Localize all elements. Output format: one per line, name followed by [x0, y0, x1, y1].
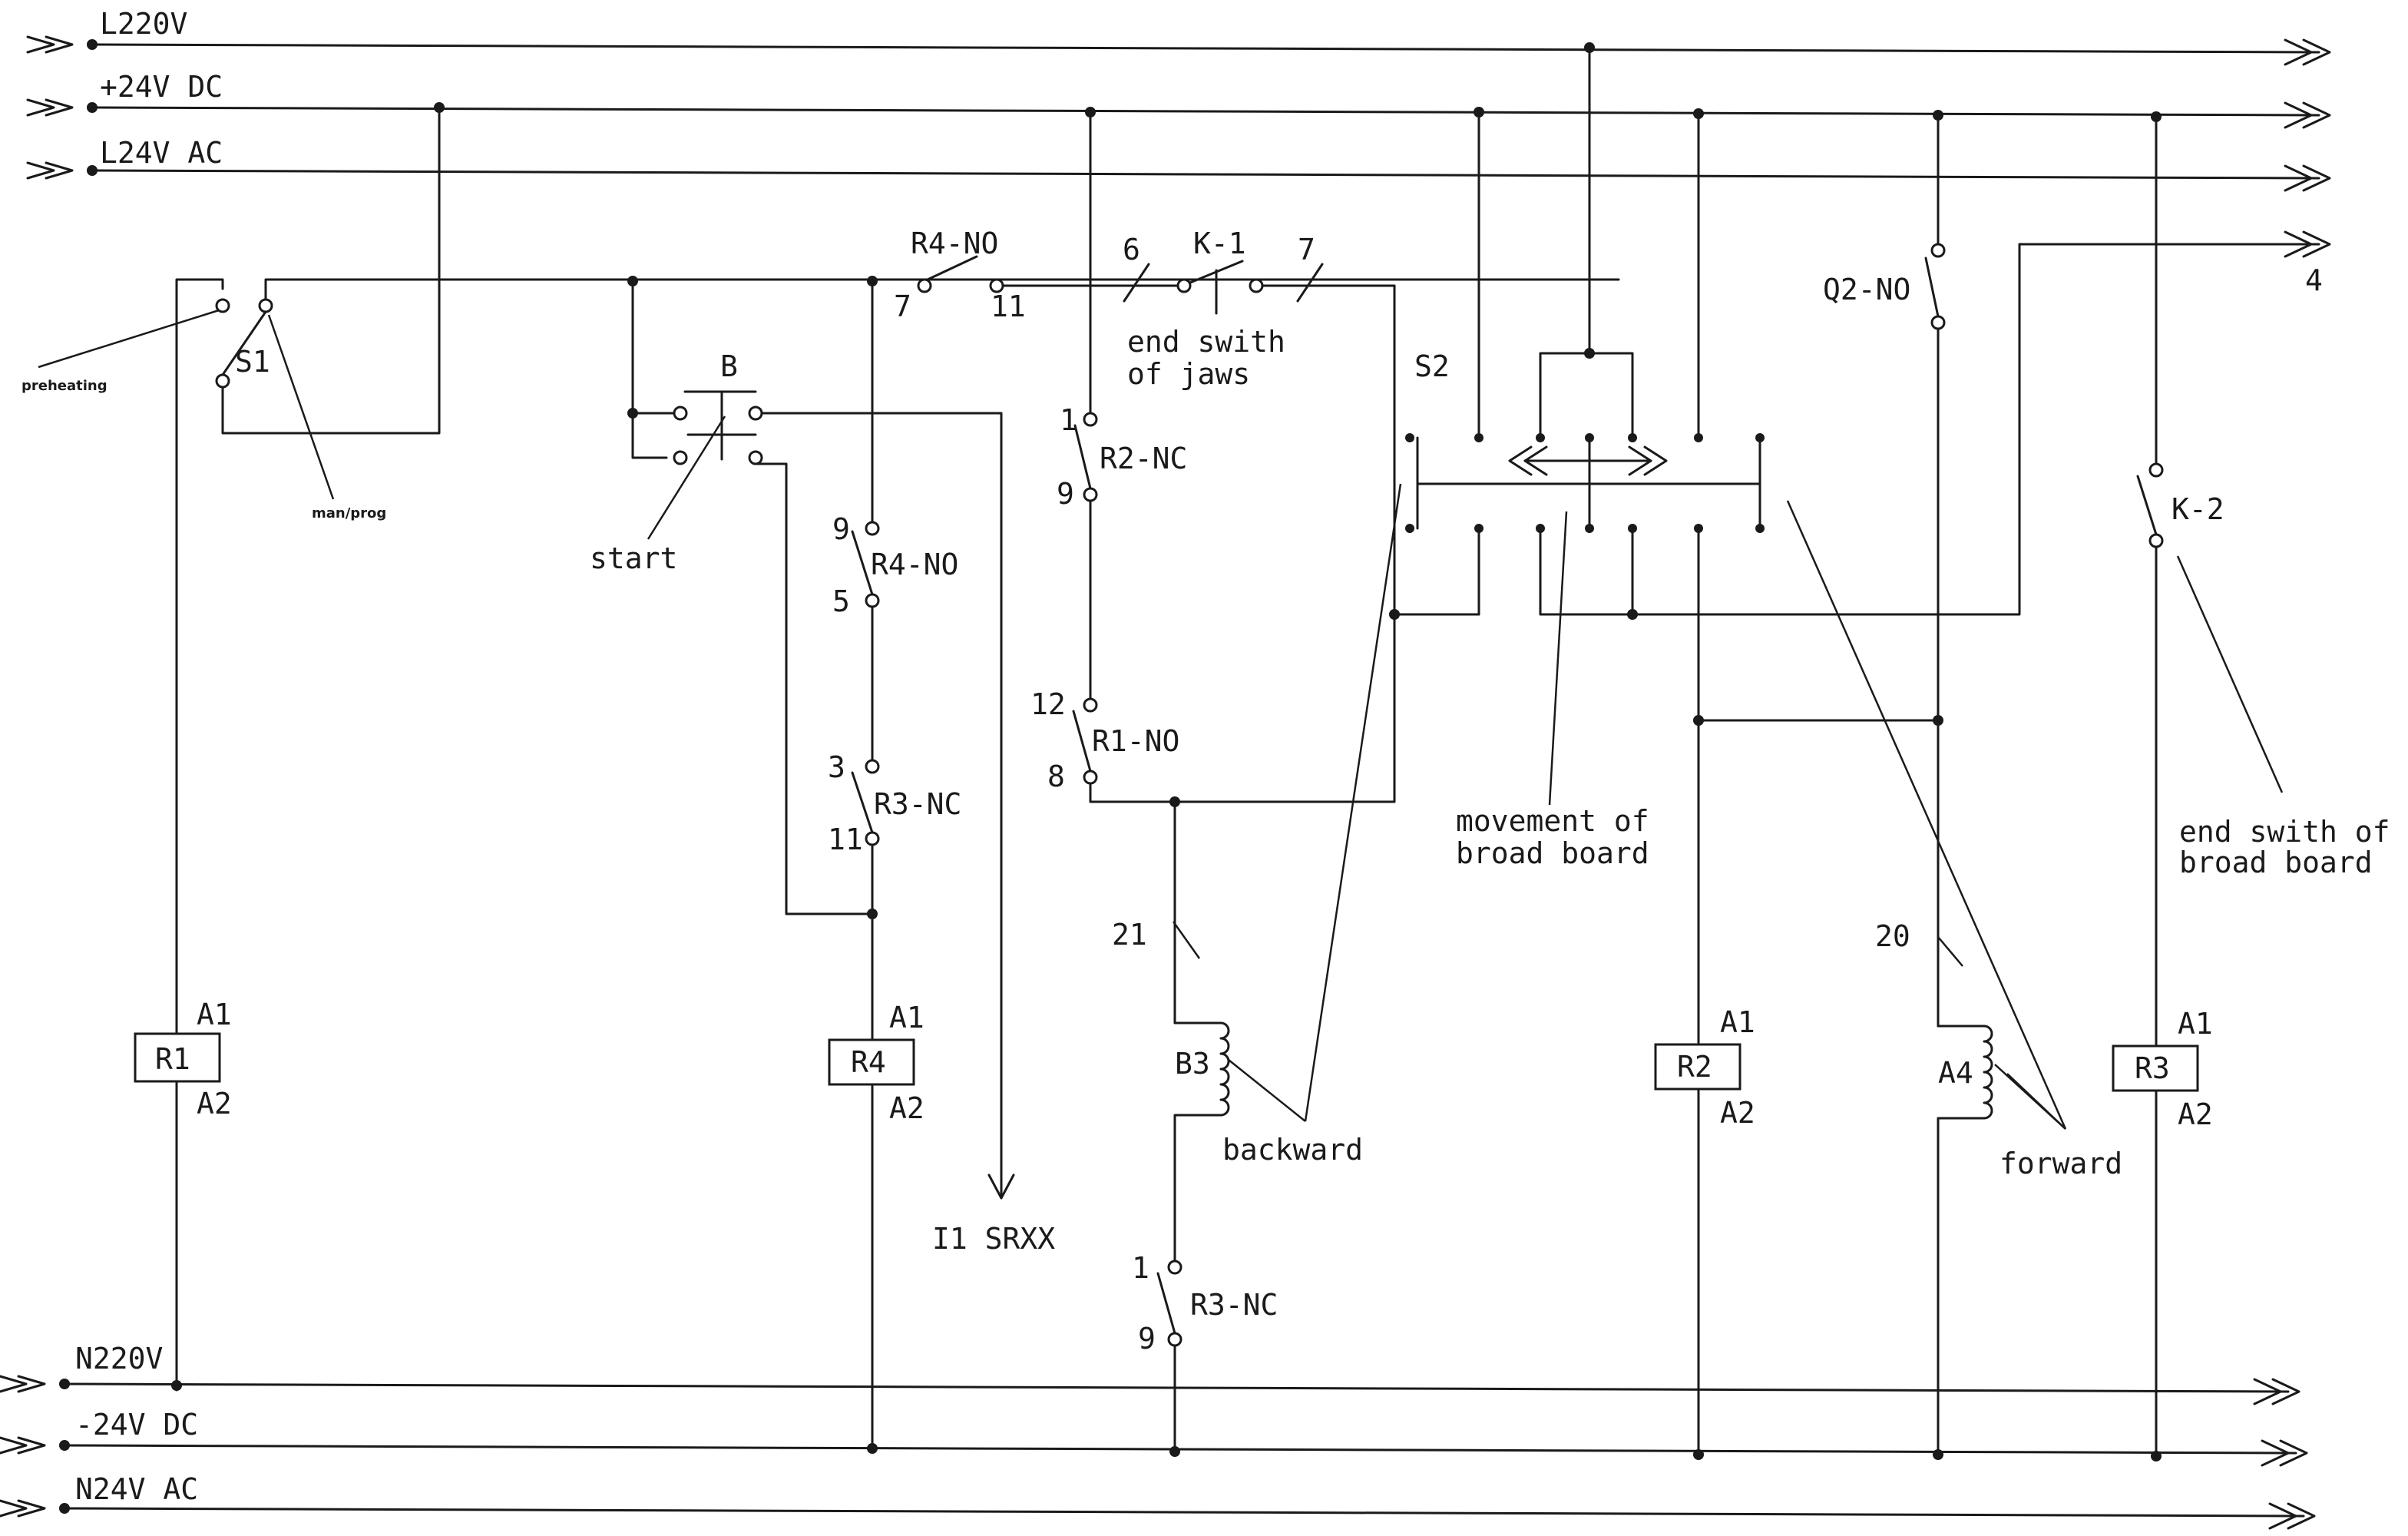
r4no-top-terminal-7: 7 [894, 290, 911, 323]
a4-label: A4 [1938, 1056, 1973, 1090]
selector-switch-s2: S2 [1393, 42, 2021, 870]
button-b-label: B [720, 349, 738, 383]
r3nc-low-label: R3-NC [1190, 1288, 1278, 1322]
wire-4-label: 4 [2305, 263, 2323, 297]
wire-4-output: 4 [2018, 230, 2331, 297]
k1-terminal-6: 6 [1123, 233, 1140, 266]
forward-label: forward [2000, 1147, 2122, 1180]
r3nc-mid-label: R3-NC [874, 787, 961, 821]
rail-n220v: N220V [0, 1342, 2300, 1405]
start-button-b: B start I1 SRXX [590, 276, 1055, 1256]
rail-l220v-label: L220V [100, 7, 187, 41]
rail-n24vac-label: N24V AC [75, 1472, 198, 1506]
k2-desc-line2: broad board [2179, 846, 2373, 879]
contact-r4no-top-and-k1: R4-NO 7 11 6 K-1 7 end swith of jaws [894, 227, 1396, 616]
relay-r4-a2: A2 [889, 1091, 925, 1125]
s2-desc-line1: movement of [1456, 804, 1649, 838]
r4no-mid-terminal-5: 5 [832, 584, 850, 618]
r3nc-low-terminal-1: 1 [1132, 1251, 1149, 1285]
k1-desc-line2: of jaws [1127, 357, 1250, 391]
relay-r3-box [2112, 1044, 2199, 1092]
b3-backward-column: 21 B3 backward 1 R3-NC 9 [1112, 483, 1402, 1457]
r1no-terminal-12: 12 [1030, 687, 1066, 721]
rail-l220v: L220V [26, 7, 2331, 66]
r4no-top-terminal-11: 11 [991, 290, 1026, 323]
relay-r4-label: R4 [851, 1045, 886, 1079]
relay-r3-label: R3 [2135, 1051, 2170, 1085]
r2-column: R2 A1 A2 [1654, 108, 1943, 1460]
b3-label: B3 [1175, 1047, 1210, 1081]
r2nc-label: R2-NC [1100, 442, 1187, 475]
r3nc-mid-terminal-11: 11 [828, 823, 863, 856]
relay-r3-a1: A1 [2178, 1007, 2213, 1041]
r1no-label: R1-NO [1092, 724, 1179, 758]
relay-r2-a1: A1 [1720, 1005, 1755, 1039]
s1-preheating-label: preheating [22, 378, 108, 394]
a4-wire-20: 20 [1875, 919, 1910, 953]
backward-label: backward [1222, 1133, 1363, 1167]
r3nc-mid-terminal-3: 3 [828, 750, 845, 784]
rail-n220v-label: N220V [75, 1342, 163, 1375]
relay-r4-box [828, 1038, 915, 1086]
k1-desc-line1: end swith [1127, 325, 1285, 359]
r2nc-terminal-1: 1 [1060, 403, 1077, 437]
q2no-label: Q2-NO [1823, 273, 1910, 306]
r1-rail-junction [171, 1380, 182, 1391]
r3nc-low-terminal-9: 9 [1138, 1322, 1156, 1356]
relay-r1-a2: A2 [197, 1087, 232, 1121]
relay-r3-a2: A2 [2178, 1097, 2213, 1131]
r4no-mid-label: R4-NO [871, 548, 958, 581]
k1-terminal-7: 7 [1298, 233, 1315, 266]
output-i1-srxx-label: I1 SRXX [932, 1222, 1055, 1256]
r2nc-r1no-column: 1 R2-NC 9 12 R1-NO 8 [1030, 107, 1480, 803]
rail-l24vac-label: L24V AC [100, 136, 223, 170]
s1-label: S1 [235, 345, 270, 379]
rail-n24vac: N24V AC [0, 1472, 2316, 1530]
relay-r2-a2: A2 [1720, 1096, 1755, 1130]
r3-column: K-2 end swith of broad board R3 A1 A2 [2112, 111, 2390, 1462]
k2-label: K-2 [2172, 492, 2224, 526]
r4no-mid-terminal-9: 9 [832, 512, 850, 546]
rail-l24vac: L24V AC [26, 136, 2331, 192]
s2-desc-line2: broad board [1456, 836, 1649, 870]
r1no-terminal-8: 8 [1047, 760, 1065, 793]
rail-p24vdc: +24V DC [26, 70, 2331, 129]
switch-s1: S1 preheating man/prog [22, 102, 1620, 1392]
k1-label: K-1 [1193, 227, 1246, 260]
rail-m24vdc: -24V DC [0, 1408, 2308, 1467]
relay-r1: R1 A1 A2 [134, 998, 232, 1121]
start-label: start [590, 541, 677, 575]
a4-forward-column: Q2-NO 20 A4 forward [1786, 110, 2122, 1460]
relay-r1-label: R1 [155, 1042, 190, 1076]
r4-column: 9 R4-NO 5 3 R3-NC 11 R4 A1 A2 [828, 276, 961, 1454]
r4no-top-label: R4-NO [911, 227, 998, 260]
s1-man-prog-label: man/prog [312, 505, 386, 521]
s2-label: S2 [1414, 349, 1450, 383]
rail-p24vdc-label: +24V DC [100, 70, 223, 104]
relay-r4-a1: A1 [889, 1001, 925, 1034]
top-rails: L220V +24V DC L24V AC [26, 7, 2331, 192]
r2nc-terminal-9: 9 [1057, 477, 1074, 511]
relay-r1-a1: A1 [197, 998, 232, 1031]
bottom-rails: N220V -24V DC N24V AC [0, 1342, 2316, 1530]
b3-wire-21: 21 [1112, 918, 1147, 952]
relay-r2-label: R2 [1677, 1050, 1712, 1084]
rail-m24vdc-label: -24V DC [75, 1408, 198, 1442]
k2-desc-line1: end swith of [2179, 815, 2390, 849]
